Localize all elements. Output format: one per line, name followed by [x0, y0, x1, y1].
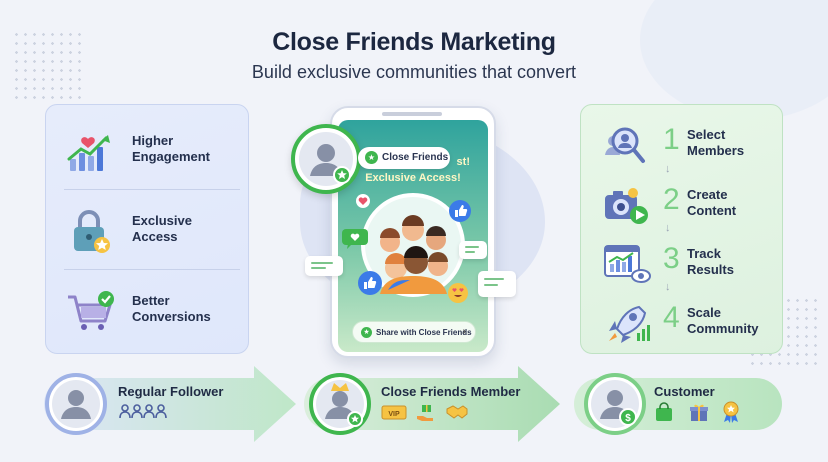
gift-hand-icon — [417, 405, 433, 421]
customer-avatar: $ — [584, 373, 646, 435]
page-subtitle: Build exclusive communities that convert — [251, 62, 577, 82]
step-number: 2 — [663, 183, 680, 216]
people-magnifier-icon — [603, 125, 651, 167]
close-friends-pill: ★ Close Friends — [358, 147, 450, 169]
step-number: 4 — [663, 301, 680, 334]
screen-headline: Exclusive Access! — [365, 172, 461, 184]
chat-bubble-icon — [478, 271, 516, 297]
heart-chat-icon — [342, 229, 368, 249]
thumbs-up-icon — [358, 271, 382, 295]
screen-headline: st! — [456, 156, 470, 168]
divider — [64, 269, 240, 270]
background-blob — [640, 0, 828, 120]
handshake-icon — [446, 405, 468, 419]
phone-notch — [382, 112, 442, 116]
svg-text:$: $ — [625, 413, 631, 424]
step-number: 1 — [663, 123, 680, 156]
rocket-icon — [603, 303, 651, 345]
chat-bubble-icon — [459, 241, 487, 259]
page-title: Close Friends Marketing — [272, 28, 556, 56]
shopping-cart-check-icon — [66, 289, 118, 335]
share-with-close-friends-button[interactable]: ★ Share with Close Friends › — [352, 321, 476, 343]
engagement-chart-heart-icon — [66, 129, 118, 175]
analytics-eye-icon — [603, 244, 651, 286]
stage-label: Regular Follower — [118, 384, 224, 399]
arrow-down-icon: ↓ — [665, 281, 671, 293]
camera-video-icon — [603, 185, 651, 227]
divider — [64, 189, 240, 190]
friends-group-illustration — [361, 193, 465, 297]
vip-ticket-icon: VIP — [381, 405, 407, 420]
arrow-down-icon: ↓ — [665, 222, 671, 234]
group-icon — [119, 404, 167, 419]
close-friends-avatar — [291, 124, 361, 194]
svg-text:VIP: VIP — [388, 411, 400, 418]
stage-label: Customer — [654, 384, 715, 399]
star-icon: ★ — [361, 327, 372, 338]
stage-label: Close Friends Member — [381, 384, 521, 399]
share-button-label: Share with Close Friends — [376, 328, 472, 337]
gift-box-icon — [690, 404, 708, 421]
star-icon: ★ — [365, 151, 378, 164]
customer-journey-arrows — [44, 366, 782, 442]
chevron-right-icon: › — [462, 326, 466, 337]
award-badge-icon — [723, 401, 739, 423]
thumbs-up-icon — [449, 200, 471, 222]
background-dots — [12, 30, 82, 100]
chat-bubble-icon — [305, 256, 343, 276]
regular-follower-avatar — [45, 373, 107, 435]
padlock-star-icon — [66, 209, 118, 255]
shopping-bag-icon — [656, 402, 672, 421]
arrow-down-icon: ↓ — [665, 163, 671, 175]
heart-icon — [356, 194, 370, 208]
step-number: 3 — [663, 242, 680, 275]
heart-eyes-emoji-icon — [448, 283, 468, 303]
close-friends-member-avatar — [309, 373, 371, 435]
